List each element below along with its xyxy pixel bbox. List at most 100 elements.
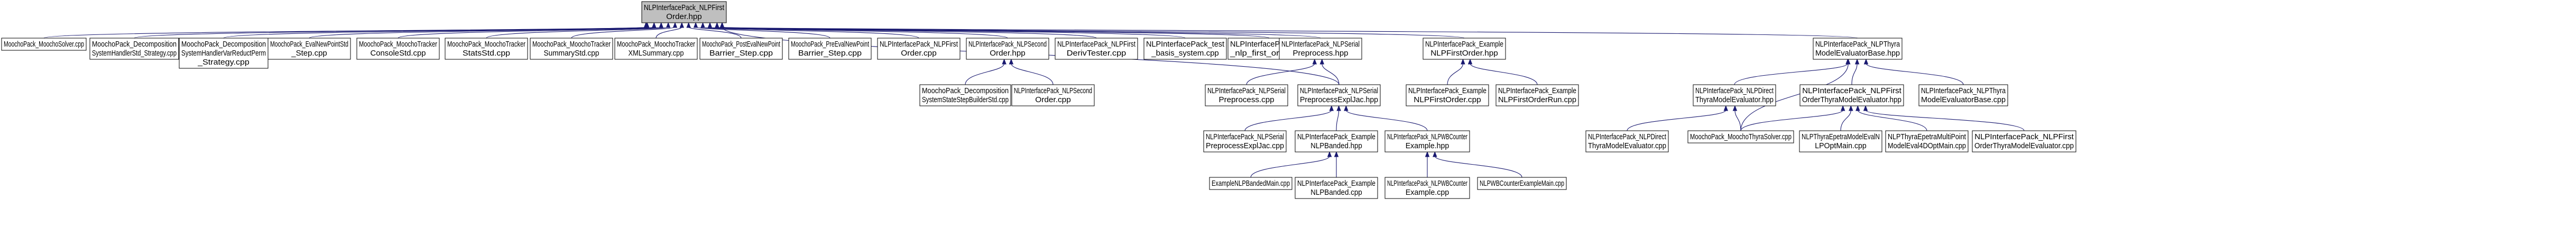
graph-node[interactable]: NLPInterfacePack_ExampleNLPFirstOrder.hp… <box>1423 38 1506 60</box>
edge-arrowhead <box>679 22 684 28</box>
dependency-edge <box>702 26 919 39</box>
node-box <box>1406 84 1489 106</box>
graph-node[interactable]: NLPInterfacePack_NLPFirstOrder.cpp <box>877 38 961 60</box>
graph-node[interactable]: NLPInterfacePack_NLPFirstOrderThyraModel… <box>1799 84 1904 106</box>
node-label: MoochoPack_Decomposition <box>922 86 1009 95</box>
graph-node[interactable]: ExampleNLPBandedMain.cpp <box>1209 177 1292 190</box>
node-label: PreprocessExplJac.hpp <box>1300 95 1378 104</box>
node-box <box>530 38 613 60</box>
edge-arrowhead <box>1009 58 1014 65</box>
graph-node[interactable]: MoochoPack_PreEvalNewPointBarrier_Step.c… <box>788 38 872 60</box>
graph-node[interactable]: MoochoPack_PostEvalNewPointBarrier_Step.… <box>699 38 783 60</box>
edge-arrowhead <box>652 22 657 28</box>
graph-node[interactable]: NLPWBCounterExampleMain.cpp <box>1477 177 1567 190</box>
graph-node[interactable]: MoochoPack_DecompositionSystemHandlerVar… <box>179 38 269 69</box>
dependency-edge <box>722 26 1858 39</box>
node-label: NLPBanded.hpp <box>1310 141 1362 150</box>
node-box <box>1477 177 1567 190</box>
node-label: Barrier_Step.cpp <box>709 49 773 58</box>
graph-node[interactable]: NLPInterfacePack_ExampleNLPBanded.cpp <box>1295 177 1378 199</box>
edge-arrowhead <box>1329 105 1334 111</box>
graph-node[interactable]: NLPInterfacePack_NLPDirectThyraModelEval… <box>1693 84 1776 106</box>
node-label: XMLSummary.cpp <box>629 49 684 58</box>
graph-node[interactable]: MoochoPack_DecompositionSystemStateStepB… <box>919 84 1011 106</box>
node-box <box>1693 84 1776 106</box>
node-label: Order.hpp <box>666 12 702 21</box>
graph-node[interactable]: NLPInterfacePack_NLPFirstOrderThyraModel… <box>1972 130 2076 152</box>
dependency-edge <box>709 26 1008 39</box>
node-label: ModelEval4DOptMain.cpp <box>1888 141 1966 150</box>
node-label: NLPInterfacePack_NLPSerial <box>1207 86 1286 95</box>
node-label: NLPInterfacePack_NLPFirst <box>1057 40 1136 49</box>
dependency-edge <box>1336 110 1340 131</box>
dependency-edge <box>1250 156 1330 178</box>
node-box <box>788 38 872 60</box>
node-label: NLPBanded.cpp <box>1310 188 1362 197</box>
node-label: ThyraModelEvaluator.hpp <box>1695 95 1774 104</box>
node-box <box>1687 130 1794 143</box>
node-label: PreprocessExplJac.cpp <box>1206 141 1284 150</box>
dependency-edge <box>1246 63 1315 85</box>
node-box <box>1295 177 1378 199</box>
node-box <box>1279 38 1362 60</box>
graph-node[interactable]: MoochoPack_MoochoThyraSolver.cpp <box>1687 130 1794 143</box>
node-box <box>699 38 783 60</box>
graph-node[interactable]: NLPInterfacePack_NLPWBCounterExample.cpp <box>1384 177 1470 199</box>
graph-node[interactable]: NLPInterfacePack_NLPSerialPreprocessExpl… <box>1297 84 1381 106</box>
graph-node[interactable]: NLPInterfacePack_test_basis_system.cpp <box>1143 38 1227 60</box>
graph-node[interactable]: NLPInterfacePack_NLPThyraModelEvaluatorB… <box>1918 84 2008 106</box>
graph-node[interactable]: NLPInterfacePack_NLPFirstOrder.hpp <box>641 1 727 23</box>
node-box <box>1143 38 1227 60</box>
graph-node[interactable]: MoochoPack_DecompositionSystemHandlerStd… <box>89 38 179 60</box>
dependency-edge <box>398 26 662 39</box>
node-box <box>1423 38 1506 60</box>
node-label: MoochoPack_MoochoTracker <box>359 40 437 49</box>
graph-node[interactable]: MoochoPack_MoochoSolver.cpp <box>1 38 87 51</box>
node-label: NLPFirstOrderRun.cpp <box>1498 95 1576 104</box>
graph-node[interactable]: NLPInterfacePack_NLPWBCounterExample.hpp <box>1384 130 1470 152</box>
node-label: Example.cpp <box>1406 188 1449 197</box>
dependency-edge <box>1345 110 1428 131</box>
node-label: LPOptMain.cpp <box>1815 141 1867 150</box>
node-label: OrderThyraModelEvaluator.cpp <box>1974 141 2074 150</box>
graph-node[interactable]: NLPInterfacePack_NLPSerialPreprocessExpl… <box>1203 130 1287 152</box>
edge-arrowhead <box>707 22 713 28</box>
edge-arrowhead <box>1327 151 1332 157</box>
edge-arrowhead <box>1425 151 1430 157</box>
edge-arrowhead <box>645 22 650 28</box>
graph-node[interactable]: NLPInterfacePack_NLPThyraModelEvaluatorB… <box>1813 38 1903 60</box>
node-box <box>1297 84 1381 106</box>
node-label: NLPWBCounterExampleMain.cpp <box>1480 179 1564 188</box>
node-label: Example.hpp <box>1406 141 1449 150</box>
graph-node[interactable]: NLPInterfacePack_ExampleNLPBanded.hpp <box>1295 130 1378 152</box>
node-label: NLPInterfacePack_NLPFirst <box>1802 86 1901 95</box>
graph-node[interactable]: NLPInterfacePack_NLPDirectThyraModelEval… <box>1585 130 1669 152</box>
node-label: ModelEvaluatorBase.hpp <box>1815 49 1900 58</box>
node-label: NLPInterfacePack_Example <box>1425 40 1503 49</box>
node-label: StatsStd.cpp <box>463 49 510 58</box>
edge-arrowhead <box>693 22 698 28</box>
dependency-edge <box>655 26 682 39</box>
node-label: NLPInterfacePack_NLPThyra <box>1815 40 1900 49</box>
node-label: NLPInterfacePack_NLPSecond <box>1014 86 1092 95</box>
graph-node[interactable]: NLPInterfacePack_ExampleNLPFirstOrder.cp… <box>1406 84 1489 106</box>
node-label: _Strategy.cpp <box>197 58 250 67</box>
dependency-edge <box>1865 110 2025 131</box>
node-label: ModelEvaluatorBase.cpp <box>1921 95 2006 104</box>
graph-node[interactable]: NLPInterfacePack_ExampleNLPFirstOrderRun… <box>1495 84 1579 106</box>
node-label: ExampleNLPBandedMain.cpp <box>1212 179 1290 188</box>
node-label: SystemHandlerVarReductPerm <box>181 49 266 58</box>
node-label: OrderThyraModelEvaluator.hpp <box>1802 95 1901 104</box>
graph-node[interactable]: NLPThyraEpetraMultiPointModelEval4DOptMa… <box>1885 130 1969 152</box>
graph-node[interactable]: MoochoPack_EvalNewPointStd_Step.cpp <box>267 38 351 60</box>
